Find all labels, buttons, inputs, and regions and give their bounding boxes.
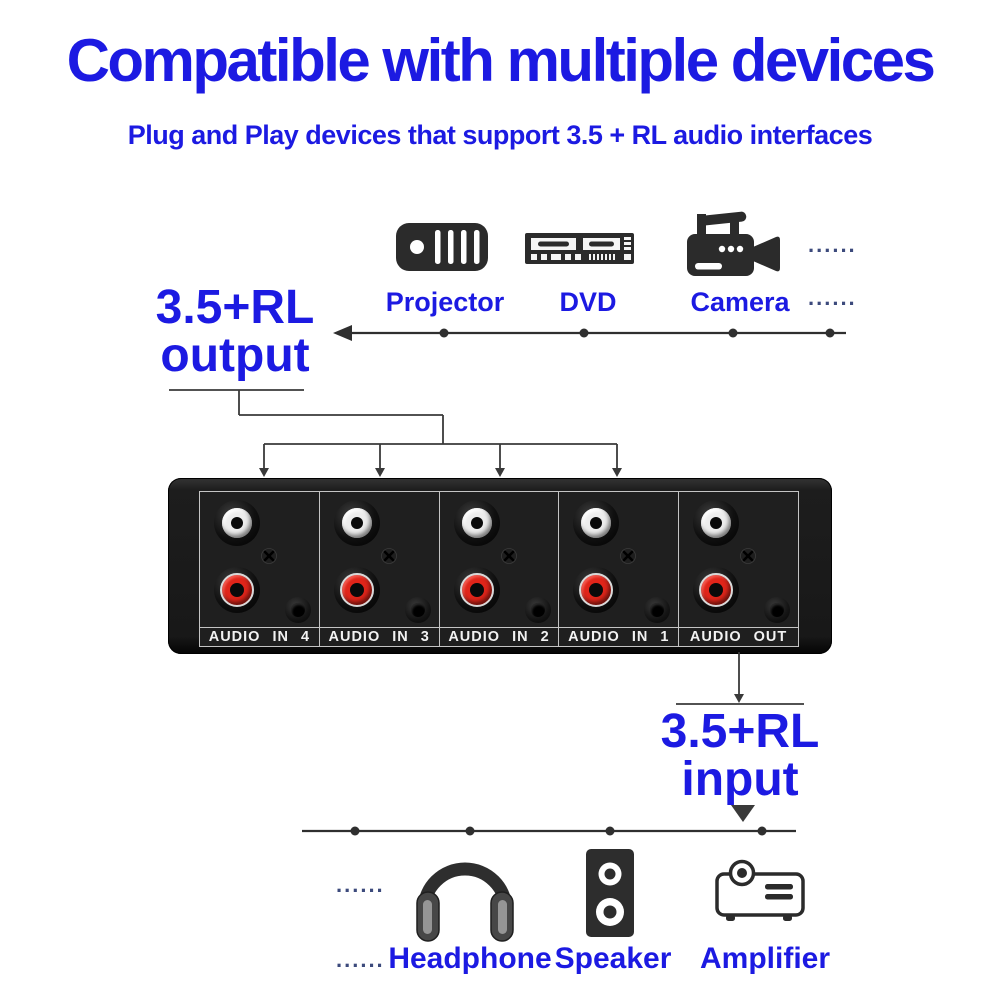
output-label-line1: 3.5+RL (155, 281, 315, 334)
port-section-audio-out: AUDIO OUT (679, 492, 798, 646)
rca-jack-white (693, 500, 740, 546)
port-label: AUDIO IN 3 (319, 627, 439, 646)
port-section-audio-in-3: AUDIO IN 3 (319, 492, 440, 646)
audio-switcher-device: AUDIO IN 4 AUDIO IN 3 (168, 478, 832, 654)
port-section-audio-in-2: AUDIO IN 2 (439, 492, 560, 646)
down-arrowhead-icon (731, 805, 755, 822)
aux-jack-3-5mm (404, 597, 431, 623)
device-label-projector: Projector (385, 287, 505, 317)
port-label: AUDIO IN 2 (439, 627, 559, 646)
port-label: AUDIO IN 4 (200, 627, 319, 646)
screw-icon (740, 548, 757, 564)
output-label-line2: output (160, 329, 310, 382)
output-bus-line (333, 325, 846, 341)
aux-jack-3-5mm (644, 597, 671, 623)
input-label-line1: 3.5+RL (660, 705, 820, 758)
device-label-dvd: DVD (559, 287, 617, 317)
more-devices-dots: ...... (336, 872, 385, 897)
rca-jack-white (333, 500, 380, 546)
aux-jack-3-5mm (524, 597, 551, 623)
dvd-player-icon (525, 233, 634, 264)
device-rear-panel: AUDIO IN 4 AUDIO IN 3 (199, 491, 799, 647)
input-connector-line (676, 652, 804, 705)
rca-jack-red (333, 567, 380, 613)
screw-icon (261, 548, 277, 564)
rca-jack-white (573, 500, 620, 546)
aux-jack-3-5mm (285, 597, 311, 623)
screw-icon (380, 548, 397, 564)
page-subtitle: Plug and Play devices that support 3.5 +… (127, 120, 873, 150)
more-devices-dots: ...... (808, 232, 857, 257)
device-label-speaker: Speaker (554, 942, 672, 975)
output-port-label: 3.5+RL output (125, 284, 345, 380)
page-title: Compatible with multiple devices (66, 27, 936, 94)
rca-jack-red (693, 567, 740, 613)
port-section-audio-in-1: AUDIO IN 1 (559, 492, 680, 646)
speaker-icon (586, 849, 634, 937)
aux-jack-3-5mm (764, 597, 791, 623)
port-section-audio-in-4: AUDIO IN 4 (200, 492, 320, 646)
rca-jack-white (453, 500, 500, 546)
device-label-camera: Camera (690, 287, 790, 317)
output-connector-lines (169, 389, 622, 477)
port-label: AUDIO OUT (679, 627, 798, 646)
amplifier-icon (715, 859, 805, 921)
rca-jack-red (453, 567, 500, 613)
video-camera-icon (687, 211, 780, 276)
rca-jack-red (214, 567, 260, 613)
device-label-headphone: Headphone (388, 942, 552, 975)
screw-icon (500, 548, 517, 564)
screw-icon (620, 548, 637, 564)
headphone-icon (416, 862, 514, 942)
input-label-line2: input (681, 753, 799, 806)
input-bus-line (302, 826, 796, 836)
more-devices-dots: ...... (336, 947, 385, 972)
input-port-label: 3.5+RL input (630, 708, 850, 804)
rca-jack-red (573, 567, 620, 613)
port-label: AUDIO IN 1 (559, 627, 679, 646)
device-label-amplifier: Amplifier (700, 942, 831, 975)
projector-icon (396, 223, 488, 271)
rca-jack-white (214, 500, 260, 546)
